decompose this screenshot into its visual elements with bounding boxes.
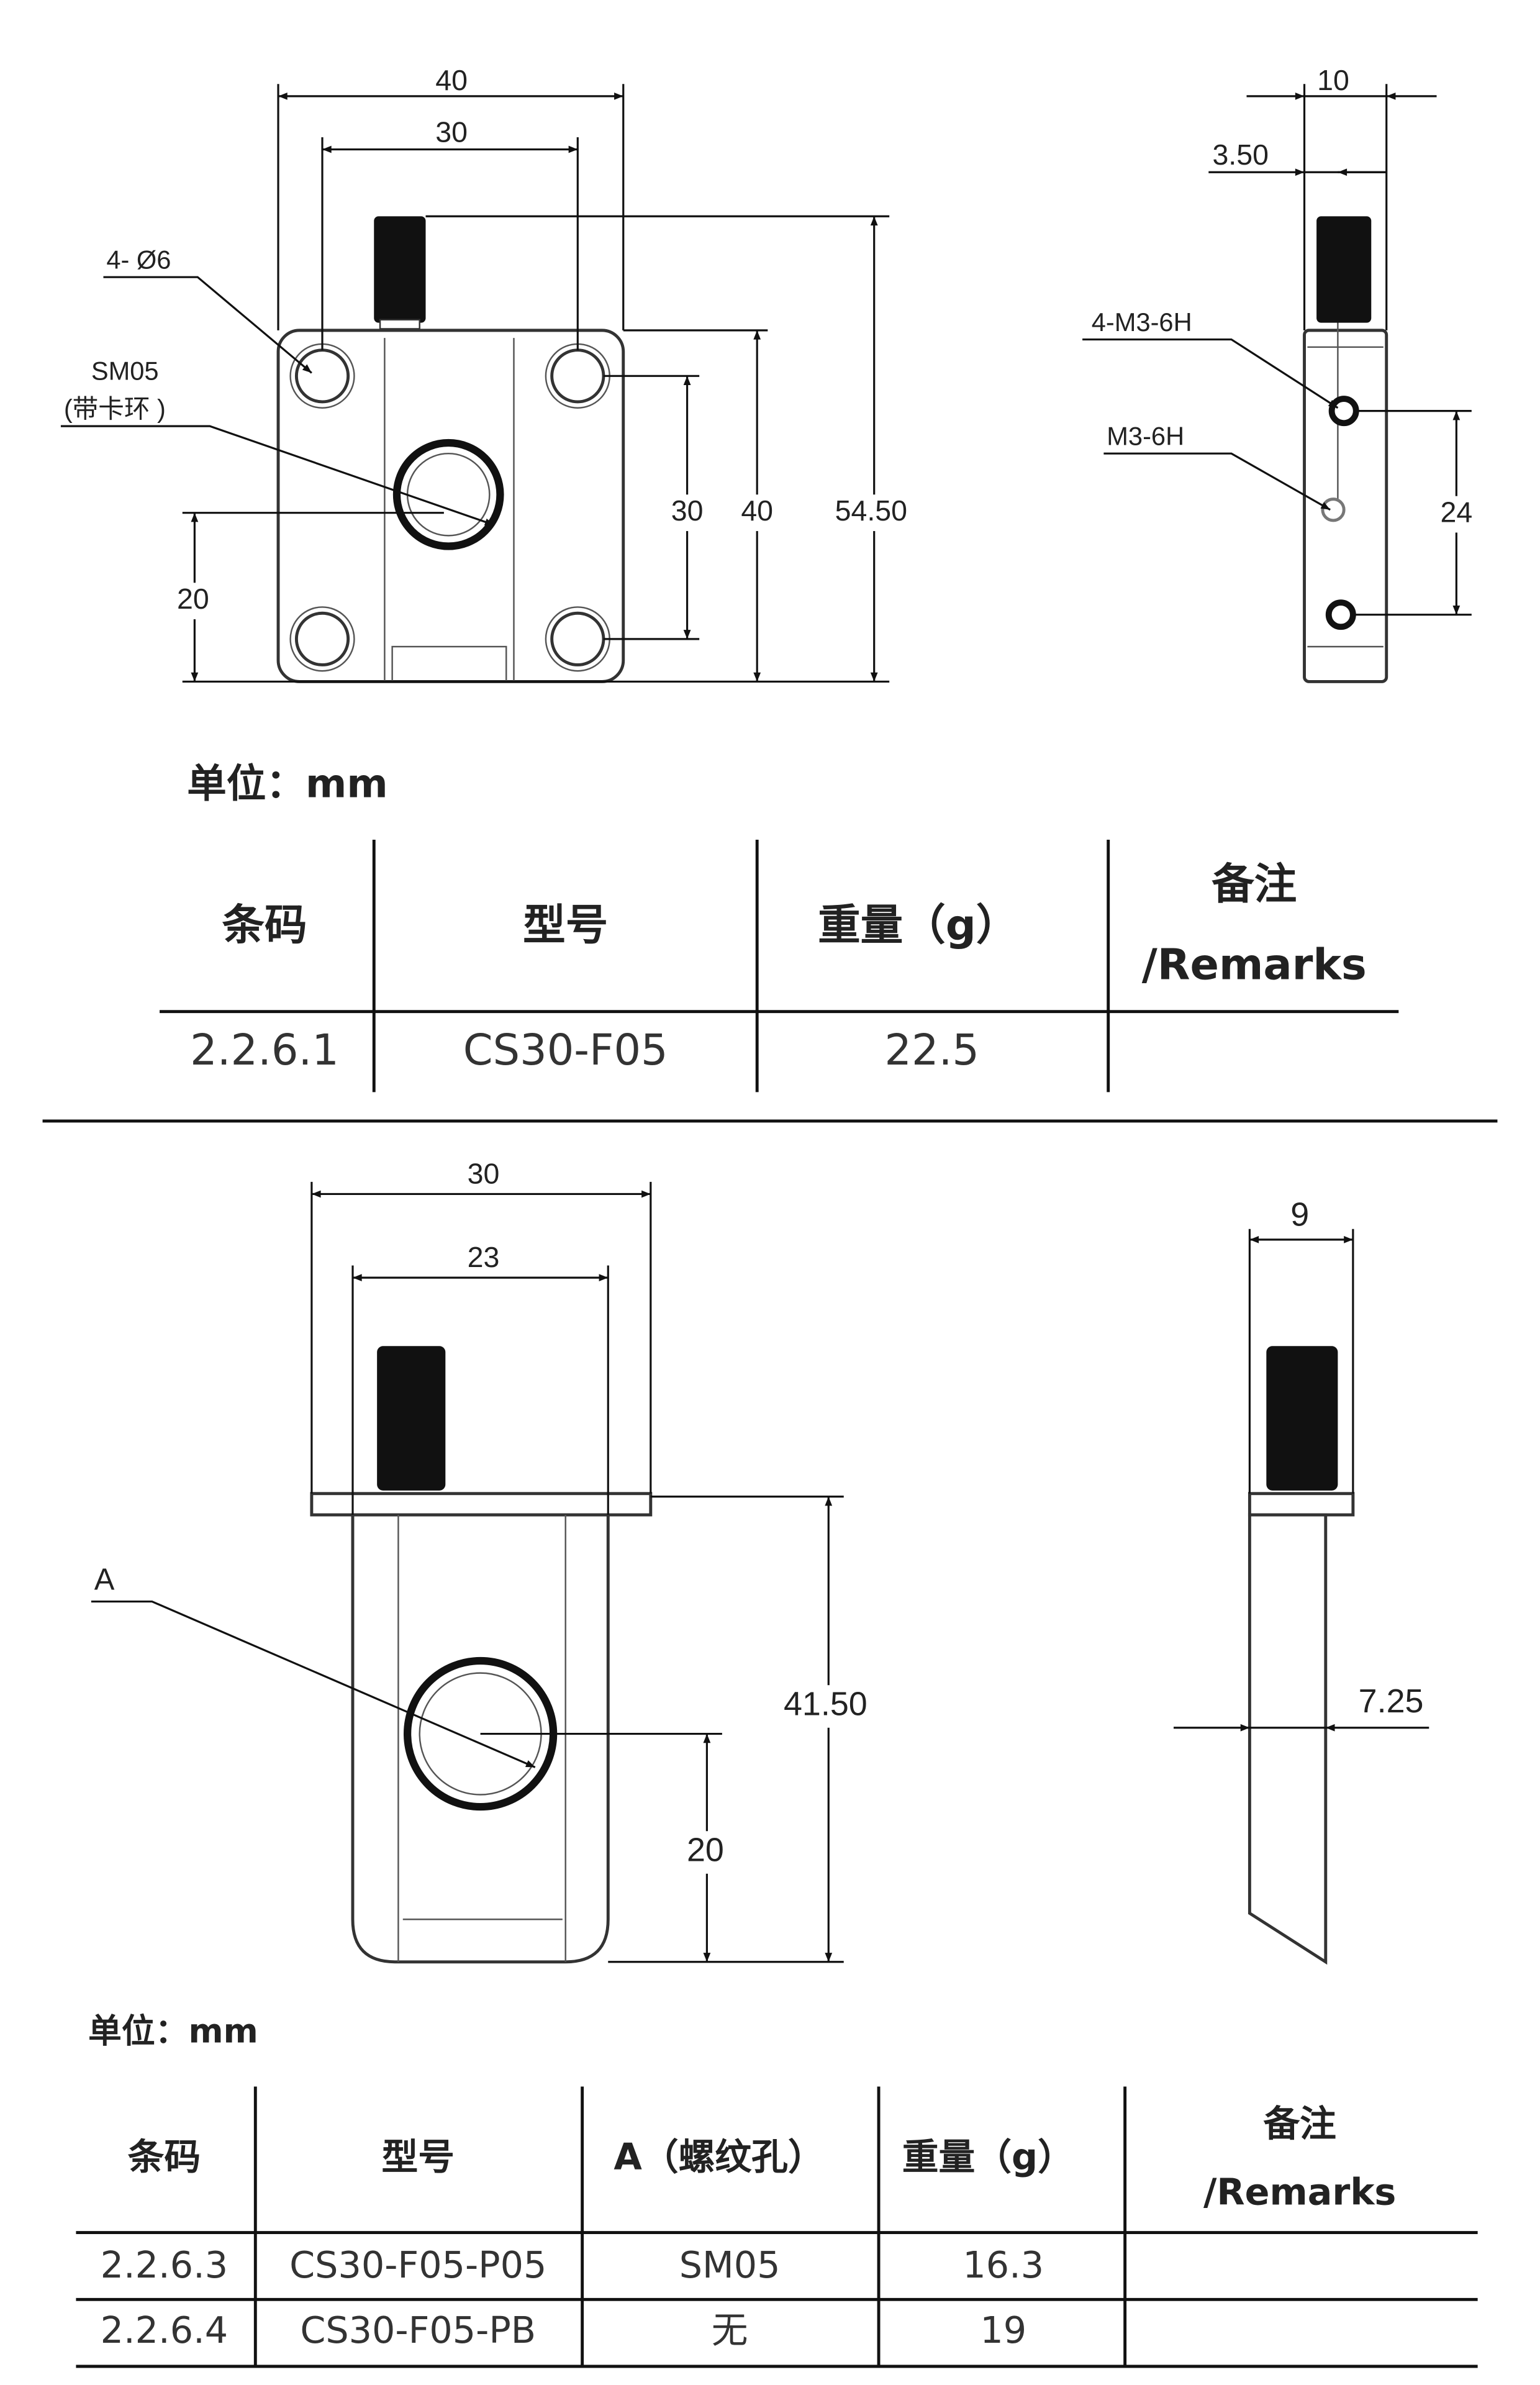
table2-header-thread: A（螺纹孔） — [614, 2135, 824, 2178]
dim-height-41-50: 41.50 — [784, 1686, 867, 1723]
table2-header-barcode: 条码 — [128, 2135, 201, 2178]
dim-thickness-10: 10 — [1317, 64, 1349, 96]
table1-header-model: 型号 — [523, 901, 608, 950]
table2-cell-model: CS30-F05-PB — [300, 2309, 536, 2351]
table2-header-weight: 重量（g） — [902, 2135, 1074, 2178]
table1-header-weight: 重量（g） — [818, 901, 1018, 950]
dim-width-23: 23 — [468, 1241, 500, 1273]
table1-cell-model: CS30-F05 — [463, 1025, 668, 1075]
label-4-phi6: 4- Ø6 — [106, 245, 171, 275]
thumb-screw — [374, 216, 426, 323]
label-with-retaining-ring: (带卡环 ) — [64, 394, 166, 424]
table1-cell-weight: 22.5 — [884, 1025, 979, 1075]
dim-total-height-54-50: 54.50 — [835, 494, 907, 527]
dim-hole-spacing-30: 30 — [435, 116, 468, 148]
table2-cell-barcode: 2.2.6.3 — [101, 2243, 229, 2286]
front-view-cs30-f05-p: 30 23 A 41.50 20 — [91, 1157, 871, 1964]
table1-header-remarks-cn: 备注 — [1212, 860, 1297, 909]
dim-height-40: 40 — [741, 494, 773, 527]
table2-cell-thread: 无 — [712, 2309, 748, 2351]
dim-tap-spacing-24: 24 — [1440, 496, 1472, 528]
dim-width-30: 30 — [468, 1157, 500, 1189]
table2-cell-weight: 19 — [980, 2309, 1026, 2351]
dim-width-40: 40 — [435, 64, 468, 96]
label-sm05: SM05 — [91, 356, 159, 385]
table2-header-remarks-en: /Remarks — [1203, 2170, 1396, 2213]
dim-hole-spacing-v-30: 30 — [671, 494, 704, 527]
spec-table-2: 条码 型号 A（螺纹孔） 重量（g） 备注 /Remarks 2.2.6.3 C… — [76, 2086, 1478, 2368]
table-row: 2.2.6.4 CS30-F05-PB 无 19 — [101, 2309, 1027, 2351]
label-m3-6h: M3-6H — [1107, 422, 1184, 451]
label-4-m3-6h: 4-M3-6H — [1092, 307, 1192, 337]
dim-plate-7-25: 7.25 — [1359, 1683, 1424, 1720]
dim-center-height-20-b: 20 — [687, 1832, 724, 1869]
table2-cell-barcode: 2.2.6.4 — [101, 2309, 229, 2351]
table2-cell-thread: SM05 — [679, 2243, 781, 2286]
front-view-cs30-f05: 40 30 4- Ø6 SM05 (带卡环 ) 20 30 40 54.50 — [60, 64, 912, 683]
table1-header-remarks-en: /Remarks — [1142, 940, 1367, 990]
unit-label-2: 单位：mm — [88, 2012, 258, 2051]
label-a: A — [94, 1563, 115, 1597]
table-row: 2.2.6.3 CS30-F05-P05 SM05 16.3 — [101, 2243, 1044, 2286]
table2-cell-model: CS30-F05-P05 — [289, 2243, 546, 2286]
dim-screw-offset-3-50: 3.50 — [1212, 139, 1269, 171]
table1-cell-barcode: 2.2.6.1 — [190, 1025, 339, 1075]
unit-label-1: 单位：mm — [187, 761, 388, 807]
table2-cell-weight: 16.3 — [962, 2243, 1044, 2286]
table2-header-model: 型号 — [381, 2135, 455, 2178]
dim-center-height-20: 20 — [177, 583, 209, 615]
side-view-cs30-f05: 10 3.50 4-M3-6H M3-6H 24 — [1082, 64, 1481, 683]
side-view-cs30-f05-p: 9 7.25 — [1173, 1196, 1429, 1965]
spec-table-1: 条码 型号 重量（g） 备注 /Remarks 2.2.6.1 CS30-F05… — [160, 840, 1399, 1093]
dim-thickness-9: 9 — [1290, 1196, 1309, 1233]
table2-header-remarks-cn: 备注 — [1263, 2102, 1336, 2145]
table1-header-barcode: 条码 — [222, 901, 307, 950]
